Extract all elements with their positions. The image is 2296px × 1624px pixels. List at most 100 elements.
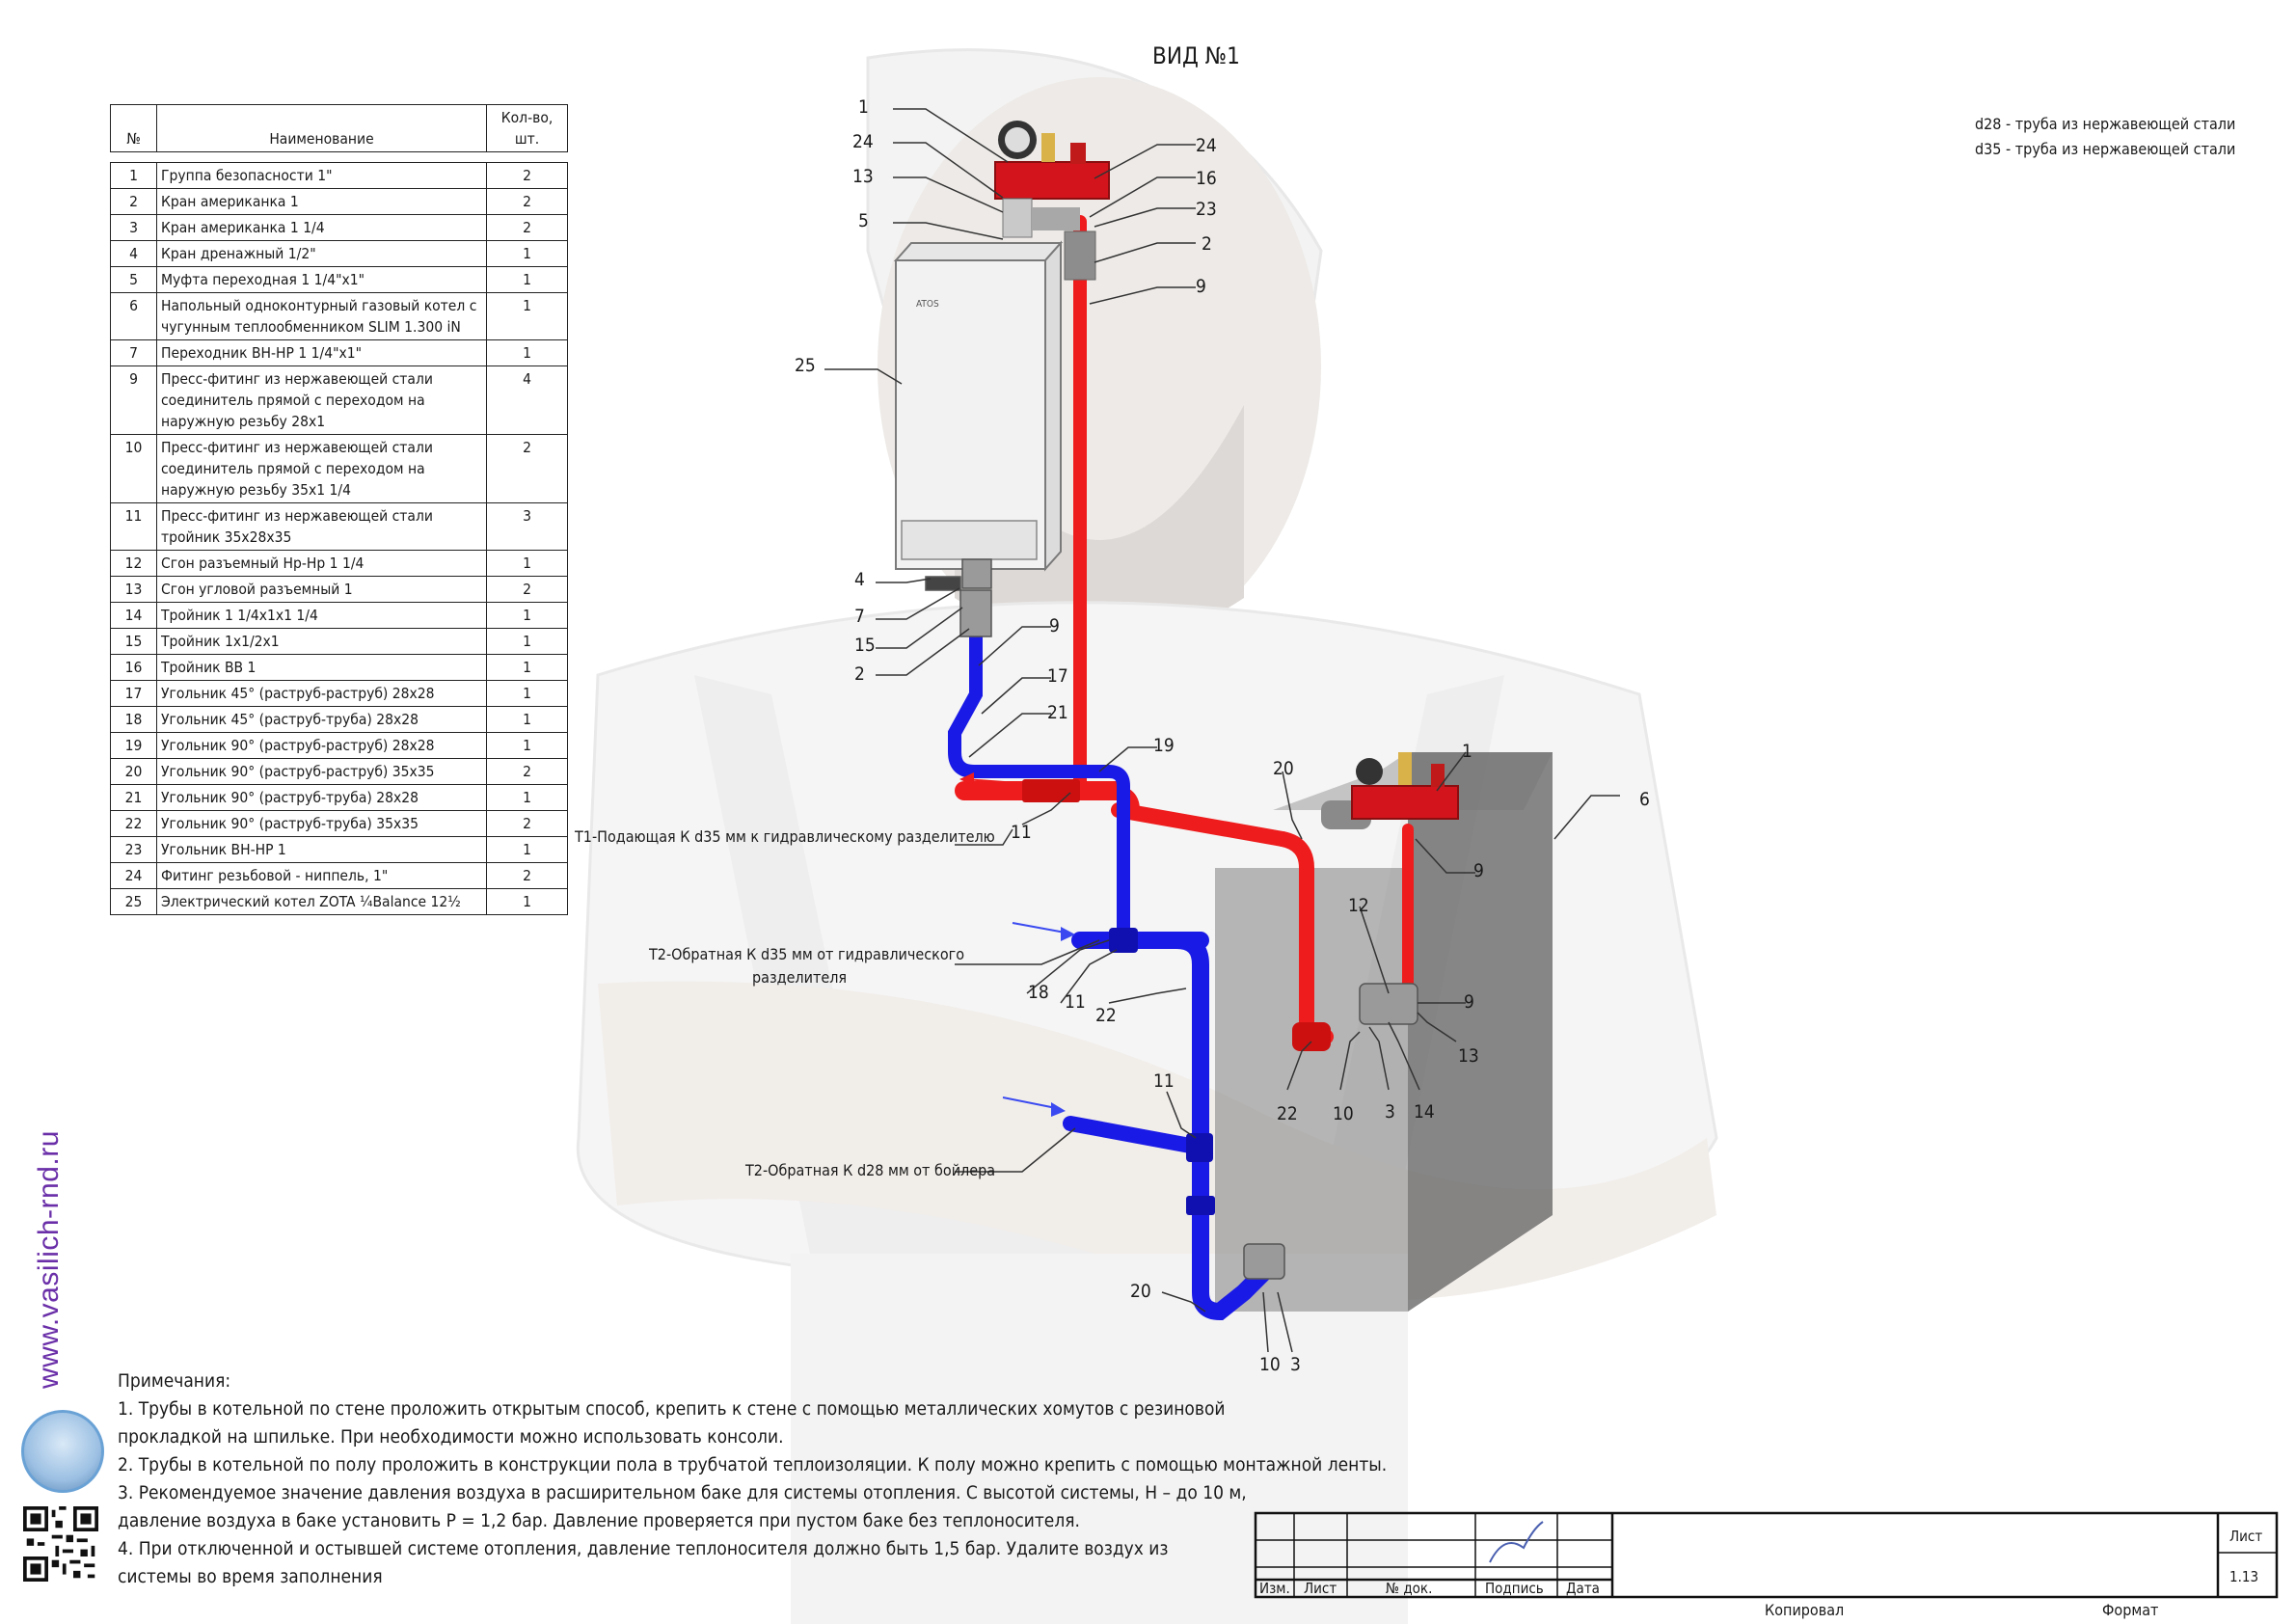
return-fittings <box>1109 928 1215 1215</box>
callout-number: 20 <box>1130 1281 1151 1302</box>
cell-name: Угольник ВН-НР 1 <box>156 836 487 863</box>
cell-num: 21 <box>110 784 157 811</box>
callout-number: 17 <box>1047 665 1068 687</box>
legend-d28: d28 - труба из нержавеющей стали <box>1975 115 2236 133</box>
cell-name: Кран американка 1 1/4 <box>156 214 487 241</box>
sheet-label: Лист <box>2229 1528 2263 1545</box>
cell-num: 1 <box>110 162 157 189</box>
callout-number: 20 <box>1273 758 1294 779</box>
cell-qty: 1 <box>486 654 568 681</box>
cell-num: 2 <box>110 188 157 215</box>
cell-qty: 2 <box>486 434 568 503</box>
flow-arrows <box>959 772 1075 1117</box>
header-qty: Кол-во, шт. <box>486 104 568 152</box>
note-line: давление воздуха в баке установить Р = 1… <box>118 1510 1080 1531</box>
cell-name: Пресс-фитинг из нержавеющей стали тройни… <box>156 502 487 551</box>
stamp-date: Дата <box>1566 1580 1600 1597</box>
cell-num: 25 <box>110 888 157 915</box>
callout-number: 18 <box>1028 982 1049 1003</box>
note-line: 3. Рекомендуемое значение давления возду… <box>118 1482 1247 1503</box>
cell-name: Угольник 45° (раструб-труба) 28x28 <box>156 706 487 733</box>
cell-qty: 1 <box>486 266 568 293</box>
cell-num: 22 <box>110 810 157 837</box>
note-line: 4. При отключенной и остывшей системе от… <box>118 1538 1169 1559</box>
cell-name: Кран дренажный 1/2" <box>156 240 487 267</box>
cell-num: 9 <box>110 365 157 435</box>
upper-safety-group <box>994 121 1110 281</box>
cell-qty: 3 <box>486 502 568 551</box>
t2b-label: Т2-Обратная К d28 мм от бойлера <box>745 1161 996 1179</box>
cell-qty: 4 <box>486 365 568 435</box>
title-block-lines <box>1254 1511 2279 1599</box>
cell-num: 3 <box>110 214 157 241</box>
callout-number: 11 <box>1011 822 1032 843</box>
cell-name: Пресс-фитинг из нержавеющей стали соедин… <box>156 434 487 503</box>
callout-number: 25 <box>795 355 816 376</box>
format-label: Формат <box>2102 1601 2159 1619</box>
cell-qty: 2 <box>486 758 568 785</box>
copied-label: Копировал <box>1765 1601 1845 1619</box>
callout-number: 22 <box>1277 1103 1298 1124</box>
cell-num: 18 <box>110 706 157 733</box>
cell-qty: 2 <box>486 188 568 215</box>
cell-qty: 2 <box>486 862 568 889</box>
callout-number: 9 <box>1049 615 1060 636</box>
cell-num: 7 <box>110 339 157 366</box>
callout-number: 16 <box>1196 168 1217 189</box>
callout-number: 2 <box>1202 233 1212 255</box>
callout-number: 1 <box>1462 741 1472 762</box>
callout-number: 14 <box>1414 1101 1435 1123</box>
cell-qty: 1 <box>486 292 568 340</box>
callout-number: 10 <box>1259 1354 1281 1375</box>
callout-number: 24 <box>1196 135 1217 156</box>
cell-name: Кран американка 1 <box>156 188 487 215</box>
callout-number: 15 <box>854 635 876 656</box>
callout-number: 13 <box>1458 1045 1479 1067</box>
callout-number: 11 <box>1153 1070 1175 1092</box>
boiler-brand: ATOS <box>916 299 939 310</box>
cell-num: 17 <box>110 680 157 707</box>
cell-num: 6 <box>110 292 157 340</box>
callout-number: 13 <box>852 166 874 187</box>
cell-qty: 2 <box>486 214 568 241</box>
qr-code-icon <box>23 1506 98 1582</box>
cell-qty: 1 <box>486 706 568 733</box>
t2a-label-line2: разделителя <box>752 968 848 987</box>
cell-qty: 2 <box>486 162 568 189</box>
note-line: 1. Трубы в котельной по стене проложить … <box>118 1398 1226 1420</box>
electric-boiler <box>893 240 1064 572</box>
cell-name: Напольный одноконтурный газовый котел с … <box>156 292 487 340</box>
cell-name: Тройник ВВ 1 <box>156 654 487 681</box>
cell-name: Пресс-фитинг из нержавеющей стали соедин… <box>156 365 487 435</box>
cell-name: Угольник 45° (раструб-раструб) 28x28 <box>156 680 487 707</box>
t1-label: Т1-Подающая К d35 мм к гидравлическому р… <box>575 827 995 846</box>
leader-lines <box>824 108 1620 1353</box>
pipe-legend: d28 - труба из нержавеющей стали d35 - т… <box>1975 112 2235 162</box>
cell-num: 23 <box>110 836 157 863</box>
signature-mark <box>1489 1521 1544 1563</box>
cell-num: 24 <box>110 862 157 889</box>
cell-num: 12 <box>110 550 157 577</box>
note-line: 2. Трубы в котельной по полу проложить в… <box>118 1454 1388 1475</box>
cell-qty: 1 <box>486 628 568 655</box>
cell-qty: 1 <box>486 888 568 915</box>
cell-qty: 2 <box>486 810 568 837</box>
cell-name: Переходник ВН-НР 1 1/4"x1" <box>156 339 487 366</box>
stamp-list: Лист <box>1304 1580 1337 1597</box>
